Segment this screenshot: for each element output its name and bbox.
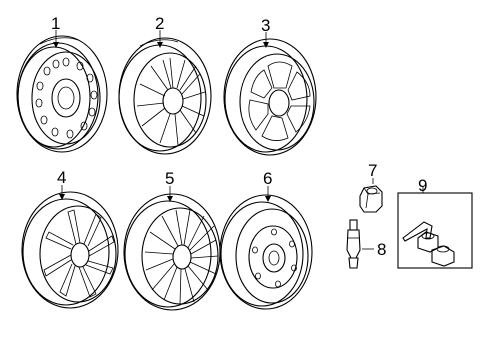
alloy-wheel-split-spoke-icon [118, 37, 212, 155]
valve-stem-icon [346, 219, 361, 269]
arrowhead [263, 42, 269, 48]
arrowhead [157, 42, 163, 48]
callout-1: 1 [51, 14, 60, 33]
alloy-wheel-multi-spoke-icon [123, 193, 221, 311]
callout-2: 2 [155, 14, 164, 33]
steel-wheel-icon [16, 35, 108, 153]
wheel-lock-kit-icon [402, 221, 455, 267]
callout-3: 3 [261, 16, 270, 35]
lug-nut-icon [359, 185, 383, 213]
callout-9: 9 [418, 176, 427, 195]
callout-8: 8 [377, 240, 386, 259]
arrowhead [167, 196, 173, 202]
callout-4: 4 [57, 168, 66, 187]
callout-7: 7 [368, 161, 377, 180]
steel-spare-wheel-icon [219, 194, 313, 310]
arrowhead [59, 194, 65, 200]
arrowhead [53, 42, 59, 48]
wheel-lock-kit-box [397, 192, 473, 269]
callout-5: 5 [165, 169, 174, 188]
callout-6: 6 [263, 169, 272, 188]
alloy-wheel-ten-spoke-icon [21, 191, 119, 309]
arrowhead [265, 196, 271, 202]
alloy-wheel-five-window-icon [223, 38, 317, 156]
